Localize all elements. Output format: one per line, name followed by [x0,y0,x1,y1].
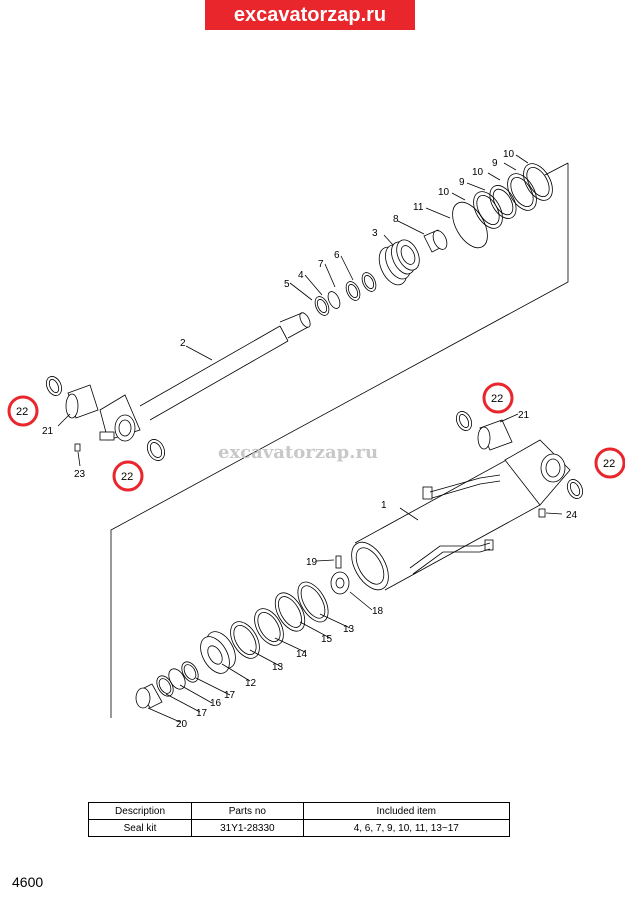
label-6: 6 [334,250,340,261]
label-17b: 17 [196,708,208,719]
label-5: 5 [284,279,290,290]
cell-parts-no: 31Y1-28330 [191,819,304,837]
label-10b: 10 [472,167,484,178]
parts-table: Description Parts no Included item Seal … [87,802,511,837]
highlight-circle-22-a [7,395,39,427]
label-21a: 21 [42,426,54,437]
label-9b: 9 [492,158,498,169]
header-description: Description [87,802,193,820]
label-22a: 22 [16,406,28,418]
label-15: 15 [321,634,333,645]
label-7: 7 [318,259,324,270]
table-row: Seal kit 31Y1-28330 4, 6, 7, 9, 10, 11, … [87,819,511,837]
label-21b: 21 [518,410,530,421]
label-1: 1 [381,500,387,511]
label-24: 24 [566,510,578,521]
label-19: 19 [306,557,318,568]
label-18: 18 [372,606,384,617]
label-4: 4 [298,270,304,281]
cell-included-item: 4, 6, 7, 9, 10, 11, 13~17 [302,819,511,837]
label-13b: 13 [272,662,284,673]
highlight-circle-22-c [482,382,514,414]
label-23: 23 [74,469,86,480]
label-16: 16 [210,698,222,709]
label-22b: 22 [121,471,133,483]
header-parts-no: Parts no [191,802,304,820]
label-12: 12 [245,678,257,689]
page-number: 4600 [12,874,44,890]
label-20: 20 [176,719,188,730]
label-2: 2 [180,338,186,349]
label-13a: 13 [343,624,355,635]
watermark-text: excavatorzap.ru [218,442,378,463]
label-14: 14 [296,649,308,660]
label-22c: 22 [491,393,503,405]
label-17a: 17 [224,690,236,701]
label-11: 11 [413,202,424,213]
cell-description: Seal kit [87,819,193,837]
header-included-item: Included item [302,802,511,820]
label-22d: 22 [603,458,615,470]
table-header-row: Description Parts no Included item [87,802,511,820]
label-10a: 10 [438,187,450,198]
label-3: 3 [372,228,378,239]
label-10c: 10 [503,149,515,160]
label-8: 8 [393,214,399,225]
highlight-circle-22-b [112,460,144,492]
label-9a: 9 [459,177,465,188]
highlight-circle-22-d [594,447,625,479]
site-banner[interactable]: excavatorzap.ru [205,0,415,30]
